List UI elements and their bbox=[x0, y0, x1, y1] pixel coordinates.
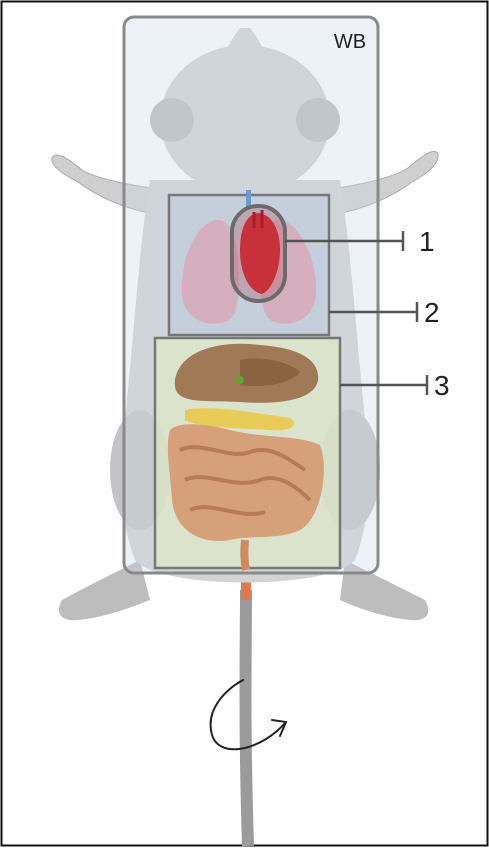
callout-label-2: 2 bbox=[424, 297, 440, 328]
callout-label-3: 3 bbox=[434, 370, 450, 401]
wb-label: WB bbox=[334, 31, 366, 53]
callout-label-1: 1 bbox=[419, 226, 435, 257]
mouse-tail bbox=[246, 560, 249, 846]
